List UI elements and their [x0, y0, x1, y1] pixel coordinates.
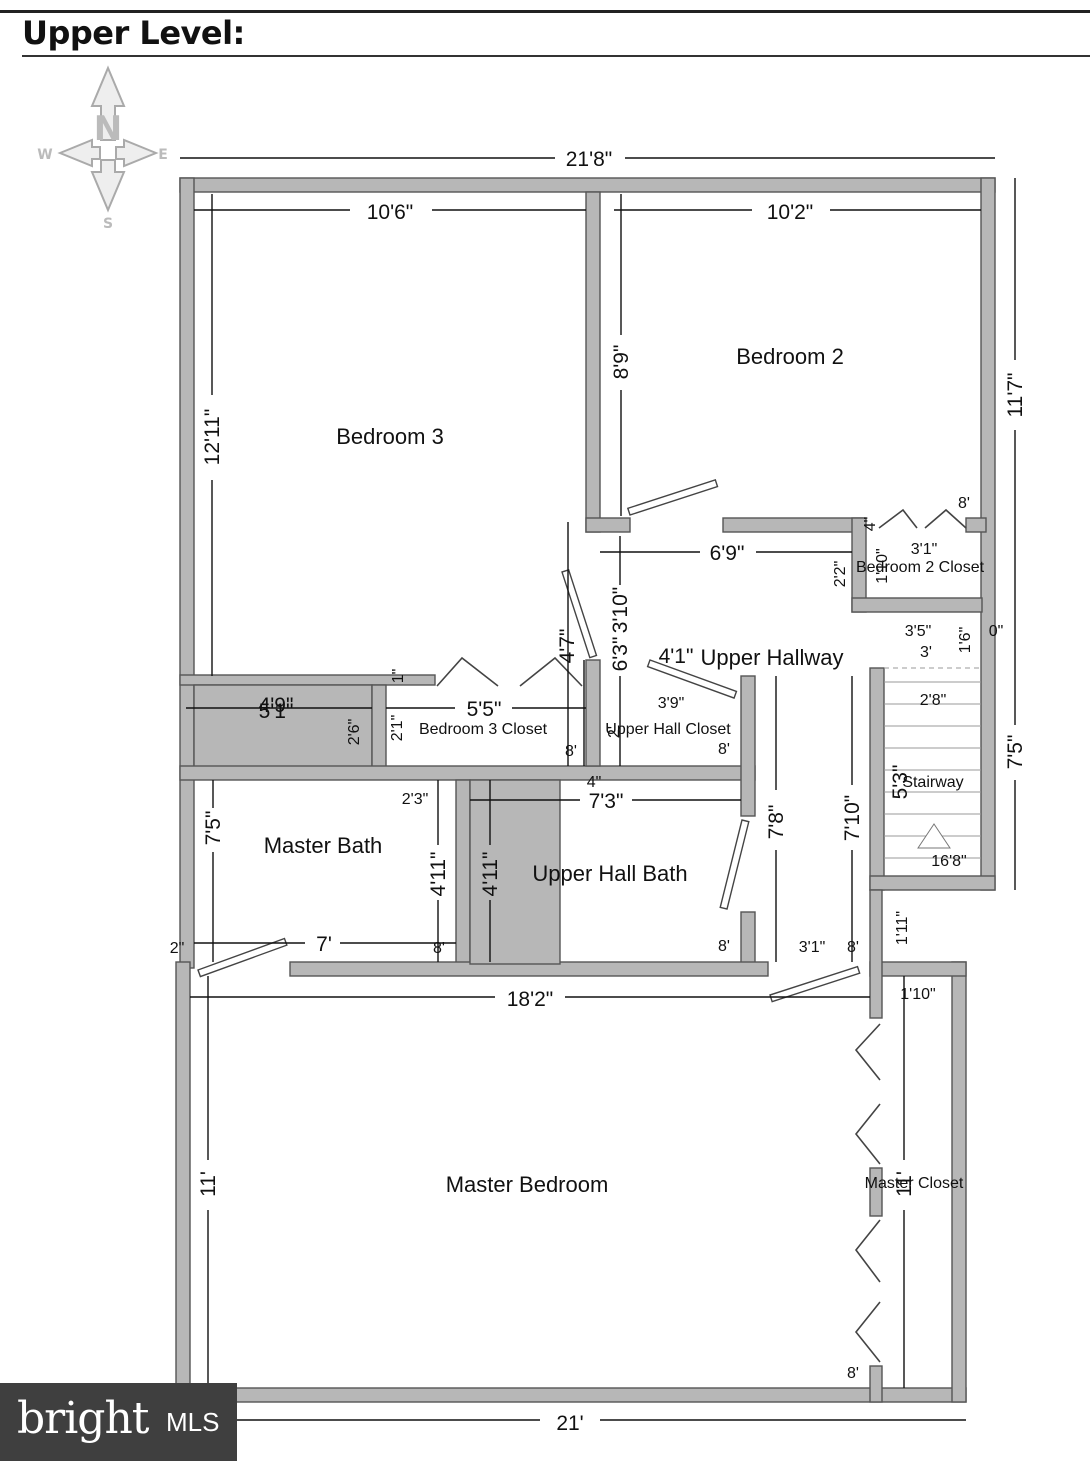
- dim-ceiling-closet2: 8': [958, 495, 970, 512]
- dim-stair-w: 2'8": [920, 692, 947, 709]
- dim-closet3-left2: 5'1": [259, 700, 294, 723]
- page-title: Upper Level:: [22, 14, 245, 52]
- dim-right-upper: 11'7": [1004, 373, 1027, 418]
- dim-ceiling-hallcloset: 8': [718, 741, 730, 758]
- dim-ceiling-hall: 8': [847, 939, 859, 956]
- doors: [197, 479, 967, 1363]
- dim-closet3-width: 5'5": [467, 698, 502, 721]
- dim-hall-v1: 7'8": [765, 805, 788, 840]
- room-master-closet: Master Closet: [865, 1175, 964, 1192]
- dim-3: 3': [920, 644, 932, 661]
- dim-ceiling-closet3: 8': [565, 743, 577, 760]
- room-bedroom-2-closet: Bedroom 2 Closet: [856, 559, 985, 576]
- dim-bath-four: 4": [587, 774, 602, 791]
- dim-closet-w: 1'10": [900, 986, 935, 1003]
- compass-west: W: [37, 147, 52, 163]
- room-bedroom-3-closet: Bedroom 3 Closet: [419, 721, 548, 738]
- room-bedroom-2: Bedroom 2: [736, 344, 844, 369]
- dim-closet3-v: 4'7": [556, 629, 579, 664]
- room-bedroom-3: Bedroom 3: [336, 424, 444, 449]
- room-stairway: Stairway: [902, 774, 963, 791]
- top-rule: [0, 10, 1090, 13]
- room-upper-hall-bath: Upper Hall Bath: [532, 861, 687, 886]
- dim-closet3-h: 2'6": [346, 719, 363, 746]
- dim-stair-total: 16'8": [931, 853, 966, 870]
- dim-master-h: 11': [197, 1171, 220, 1197]
- dim-bedroom3-width: 10'6": [367, 201, 414, 224]
- walls: [175, 177, 996, 1403]
- dim-closet3-h2: 2'1": [389, 715, 406, 742]
- compass-icon: N S E W: [37, 65, 168, 232]
- room-master-bedroom: Master Bedroom: [446, 1172, 609, 1197]
- dim-closet2-h1: 2'2": [832, 561, 849, 588]
- brand-mls: MLS: [166, 1407, 220, 1437]
- dim-closet-h: 11': [893, 1171, 916, 1197]
- dim-masterbath-2: 2": [170, 940, 185, 957]
- stair-treads: [884, 667, 981, 859]
- dim-hall-1-11: 1'11": [894, 911, 911, 945]
- dim-ceiling-masterbath: 8': [433, 940, 445, 957]
- dim-bedroom2-height: 8'9": [610, 345, 633, 380]
- dim-closet2-width: 3'1": [911, 541, 938, 558]
- dim-master-width: 18'2": [507, 988, 554, 1011]
- dim-stair-run: 5'3": [889, 765, 912, 800]
- dim-closet2-top: 4": [862, 517, 879, 532]
- brand-watermark: bright MLS: [0, 1383, 237, 1461]
- dim-bedroom3-height: 12'11": [201, 409, 224, 466]
- dim-closet3-left1: 4'9": [259, 694, 294, 717]
- dim-0: 0": [989, 623, 1004, 640]
- dim-hall-width: 6'9": [710, 542, 745, 565]
- dim-hall-small: 4'1": [659, 645, 694, 668]
- dim-hall-v2: 7'10": [841, 795, 864, 842]
- dim-3-5: 3'5": [905, 623, 932, 640]
- dim-closet3-small: 1": [390, 669, 407, 684]
- compass-north: N: [94, 109, 122, 149]
- dim-hallcloset-width: 3'9": [658, 695, 685, 712]
- dim-masterbath-h: 4'11": [427, 852, 450, 897]
- dim-hallbath-w: 7'3": [589, 790, 624, 813]
- compass-south: S: [103, 216, 113, 232]
- compass-east: E: [158, 147, 168, 163]
- room-master-bath: Master Bath: [264, 833, 383, 858]
- dim-hallcloset-h: 2': [606, 726, 623, 738]
- dim-bottom-width: 21': [556, 1412, 583, 1435]
- dim-bath-gap: 2'3": [402, 791, 429, 808]
- dim-1-6: 1'6": [957, 627, 974, 654]
- dim-hall-vert: 3'10": [609, 587, 632, 634]
- dim-ceiling-hallbath: 8': [718, 938, 730, 955]
- dim-bedroom2-width: 10'2": [767, 201, 814, 224]
- brand-name: bright: [17, 1393, 149, 1444]
- dim-masterbath-w: 7': [316, 933, 332, 956]
- dimension-labels: 21'8" 10'6" 10'2" 12'11" 8'9" 11'7" 7'5"…: [170, 148, 1027, 1435]
- dim-hall-vert2: 6'3": [609, 637, 632, 672]
- dim-closet2-h2: 1'10": [874, 548, 891, 583]
- dim-hallbath-h: 4'11": [479, 852, 502, 897]
- title-rule: [22, 55, 1090, 57]
- dim-overall-width: 21'8": [566, 148, 613, 171]
- dim-right-lower: 7'5": [1004, 735, 1027, 770]
- dim-ceiling-master: 8': [847, 1365, 859, 1382]
- dim-hall-3-1: 3'1": [799, 939, 826, 956]
- room-upper-hall-closet: Upper Hall Closet: [605, 721, 731, 738]
- dim-masterbath-v: 7'5": [202, 811, 225, 846]
- room-upper-hallway: Upper Hallway: [700, 645, 843, 670]
